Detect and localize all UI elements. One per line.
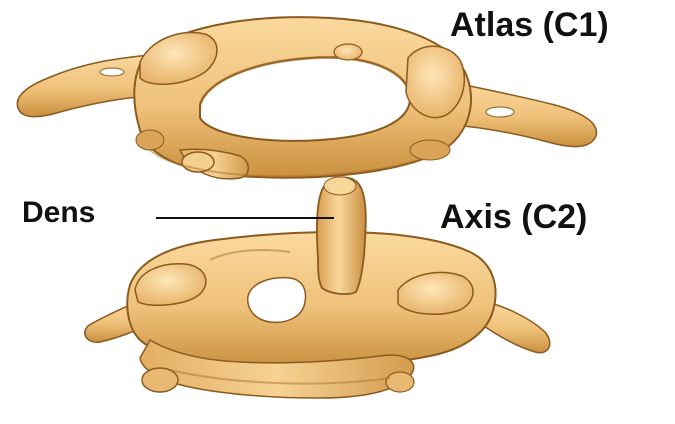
atlas-right-transverse-foramen <box>486 107 514 117</box>
atlas-left-transverse-foramen <box>100 68 124 76</box>
atlas-label: Atlas (C1) <box>450 8 609 42</box>
atlas-posterior-tubercle <box>334 44 362 60</box>
atlas-right-superior-facet <box>406 46 464 117</box>
dens-leader-line <box>156 217 334 219</box>
axis-label: Axis (C2) <box>440 200 587 234</box>
atlas-left-transverse-process <box>17 55 150 117</box>
dens-label: Dens <box>22 198 95 228</box>
axis-vertebral-foramen <box>248 278 306 323</box>
